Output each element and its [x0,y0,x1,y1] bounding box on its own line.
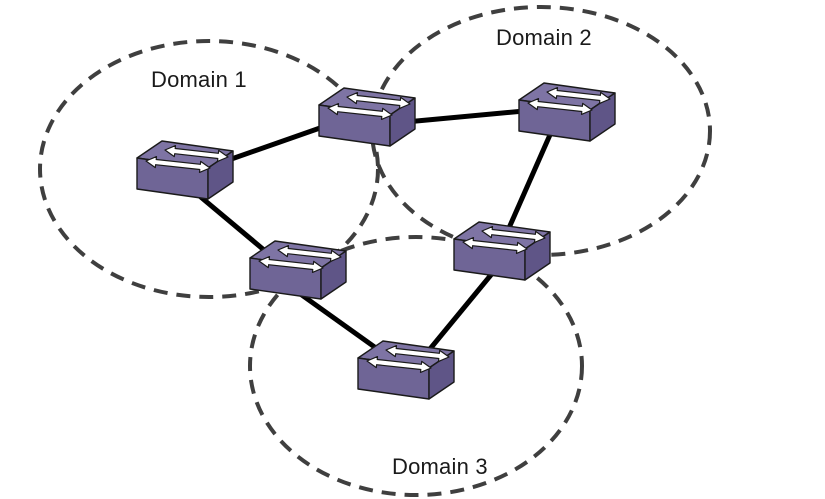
network-switch-icon [357,340,455,400]
switch-c [518,82,616,142]
domain-3-label: Domain 3 [392,454,488,479]
switch-a [136,140,234,200]
switch-d [249,240,347,300]
network-switch-icon [318,87,416,147]
link-switch-b-switch-c [394,107,536,126]
link-switch-c-switch-e [502,126,556,239]
switch-f [357,340,455,400]
switch-b [318,87,416,147]
link-switch-e-switch-f [423,268,497,357]
switch-e [453,221,551,281]
domain-3-boundary [248,235,584,497]
domain-labels: Domain 1 Domain 2 Domain 3 [151,25,592,479]
network-switch-icon [453,221,551,281]
domain-2-label: Domain 2 [496,25,592,50]
link-switch-a-switch-d [188,186,272,257]
network-switch-icon [249,240,347,300]
links [188,107,556,361]
network-switch-icon [136,140,234,200]
domain-boundaries [38,5,712,497]
domain-1-label: Domain 1 [151,67,247,92]
link-switch-d-switch-f [290,285,392,361]
network-switch-icon [518,82,616,142]
